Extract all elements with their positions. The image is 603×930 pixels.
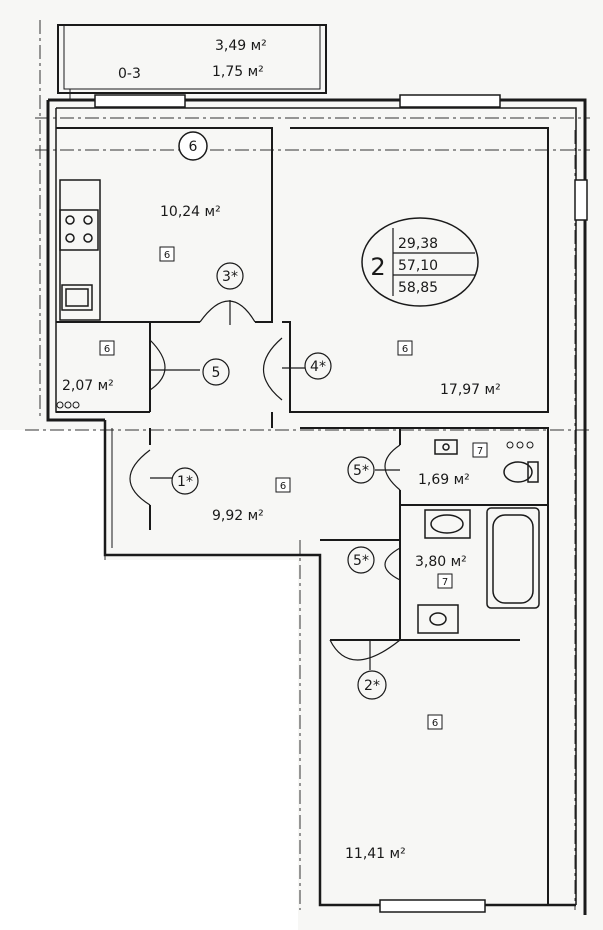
kitchen-mark: 6 xyxy=(164,250,170,261)
pantry-mark: 6 xyxy=(104,344,110,355)
door-5b-label: 5* xyxy=(353,553,369,569)
door-4-label: 4* xyxy=(310,359,326,375)
balcony-area-top: 3,49 м² xyxy=(215,38,267,54)
pantry-area: 2,07 м² xyxy=(62,378,114,394)
balcony-area: 1,75 м² xyxy=(212,64,264,80)
apartment-summary xyxy=(361,217,479,307)
bath-mark: 7 xyxy=(442,577,448,588)
living-area: 29,38 xyxy=(398,236,438,252)
washer-icon xyxy=(417,604,459,634)
door-2-label: 2* xyxy=(364,678,380,694)
interior-walls xyxy=(56,127,549,905)
wc-mark: 7 xyxy=(477,446,483,457)
kitchen-area: 10,24 м² xyxy=(160,204,221,220)
total-area: 57,10 xyxy=(398,258,438,274)
balcony xyxy=(57,24,327,99)
windows xyxy=(94,94,588,913)
axis-lines xyxy=(25,20,590,910)
toilet-icon xyxy=(503,461,539,483)
bath-sink-icon xyxy=(424,509,471,539)
bath-area: 3,80 м² xyxy=(415,554,467,570)
axis-marker-circle xyxy=(178,131,208,161)
bedroom-mark: 6 xyxy=(432,718,438,729)
finish-mark-boxes xyxy=(99,246,488,730)
hall-mark: 6 xyxy=(280,481,286,492)
wc-area: 1,69 м² xyxy=(418,472,470,488)
axis-marker-label: 6 xyxy=(189,139,198,155)
blank-middle-left xyxy=(0,430,105,560)
bedroom-area: 11,41 м² xyxy=(345,846,406,862)
room-count: 2 xyxy=(370,253,385,281)
bathtub-icon xyxy=(486,507,540,609)
door-1-label: 1* xyxy=(177,474,193,490)
living-room-area: 17,97 м² xyxy=(440,382,501,398)
total-area-with-balcony: 58,85 xyxy=(398,280,438,296)
door-marker-circles xyxy=(171,262,387,700)
hall-area: 9,92 м² xyxy=(212,508,264,524)
vent-icon xyxy=(56,401,534,449)
balcony-label: 0-3 xyxy=(118,66,141,82)
wc-sink-icon xyxy=(434,439,458,455)
door-5a-label: 5* xyxy=(353,463,369,479)
door-3-label: 3* xyxy=(222,269,238,285)
door-5-label: 5 xyxy=(212,365,221,381)
living-room-mark: 6 xyxy=(402,344,408,355)
blank-lower-left xyxy=(0,560,298,930)
stove-icon xyxy=(59,179,101,321)
